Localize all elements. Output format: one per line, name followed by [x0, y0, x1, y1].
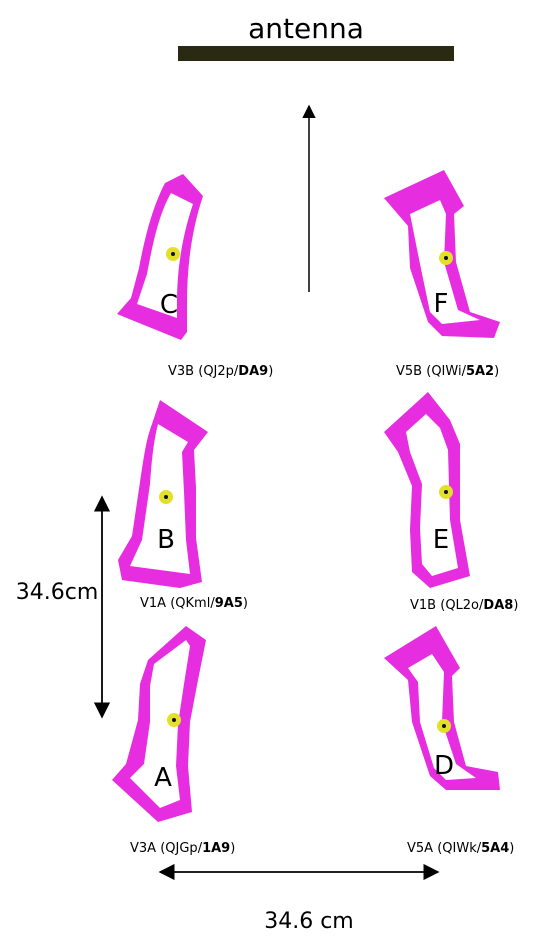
- element-f-letter: F: [434, 289, 449, 319]
- caption-f: V5B (QIWi/5A2): [396, 364, 499, 379]
- element-c-letter: C: [160, 290, 178, 320]
- horizontal-dimension-label: 34.6 cm: [264, 909, 354, 934]
- element-f: F: [384, 170, 500, 338]
- element-b-letter: B: [157, 525, 175, 555]
- caption-a: V3A (QJGp/1A9): [130, 841, 235, 856]
- element-d-letter: D: [434, 751, 454, 781]
- element-a-interior: [130, 640, 190, 808]
- antenna-bar: [178, 46, 454, 61]
- caption-d: V5A (QIWk/5A4): [407, 841, 514, 856]
- element-c-interior: [137, 193, 193, 318]
- vertical-dimension-label: 34.6cm: [16, 580, 99, 605]
- element-f-marker-dot: [444, 256, 448, 260]
- element-e-letter: E: [433, 525, 449, 555]
- element-d-interior: [408, 654, 476, 780]
- element-f-interior: [410, 200, 480, 324]
- element-a: A: [112, 626, 206, 822]
- element-b: B: [118, 400, 208, 588]
- element-c: C: [117, 174, 203, 340]
- element-e: E: [384, 392, 470, 588]
- caption-b: V1A (QKml/9A5): [140, 596, 248, 611]
- element-c-marker-dot: [171, 252, 175, 256]
- element-a-letter: A: [154, 763, 172, 793]
- element-b-marker-dot: [164, 495, 168, 499]
- element-e-marker-dot: [444, 490, 448, 494]
- element-e-interior: [406, 414, 458, 576]
- element-d-marker-dot: [442, 724, 446, 728]
- caption-e: V1B (QL2o/DA8): [410, 598, 518, 613]
- caption-c: V3B (QJ2p/DA9): [168, 364, 273, 379]
- element-a-marker-dot: [172, 718, 176, 722]
- antenna-label: antenna: [248, 12, 364, 45]
- element-d: D: [384, 626, 500, 790]
